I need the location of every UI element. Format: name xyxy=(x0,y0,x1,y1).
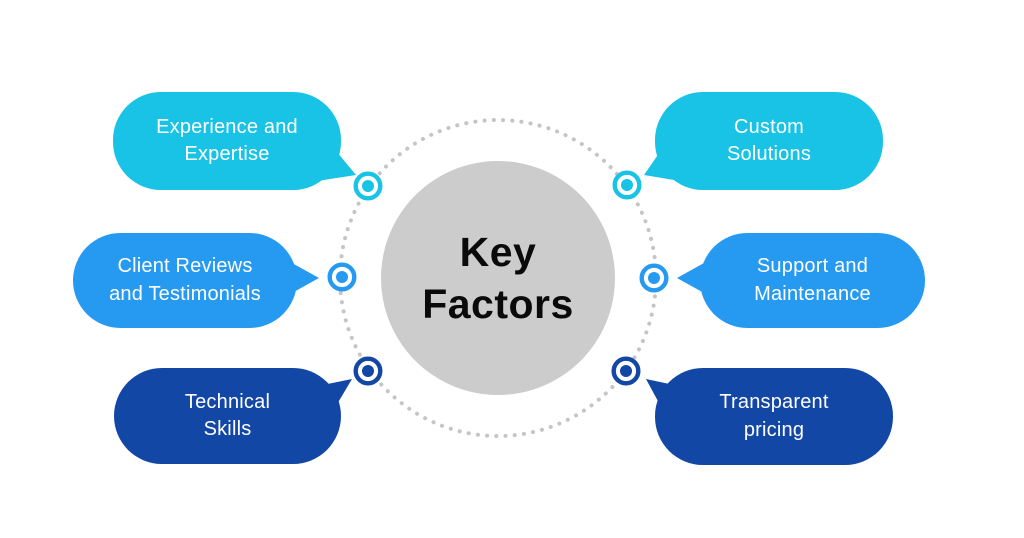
target-icon xyxy=(353,356,383,386)
center-title: Key Factors xyxy=(422,229,574,327)
target-icon xyxy=(639,263,669,293)
bubble-label: Client Reviews and Testimonials xyxy=(109,255,261,305)
bubble-experience-expertise: Experience and Expertise xyxy=(113,92,341,190)
bubble-technical-skills: Technical Skills xyxy=(114,368,341,464)
bubble-custom-solutions: Custom Solutions xyxy=(655,92,883,190)
bubble-support-maintenance: Support and Maintenance xyxy=(700,233,925,328)
bubble-label: Experience and Expertise xyxy=(156,115,298,166)
target-icon xyxy=(353,171,383,201)
target-icon xyxy=(612,170,642,200)
bubble-transparent-pricing: Transparent pricing xyxy=(655,368,893,465)
bubble-label: Custom Solutions xyxy=(726,115,812,166)
bubble-client-reviews: Client Reviews and Testimonials xyxy=(73,233,297,328)
target-icon xyxy=(611,356,641,386)
target-icon xyxy=(327,262,357,292)
center-circle: Key Factors xyxy=(381,161,615,395)
bubble-label: Technical Skills xyxy=(184,390,271,441)
bubble-label: Transparent pricing xyxy=(719,391,829,441)
bubble-label: Support and Maintenance xyxy=(754,255,871,305)
